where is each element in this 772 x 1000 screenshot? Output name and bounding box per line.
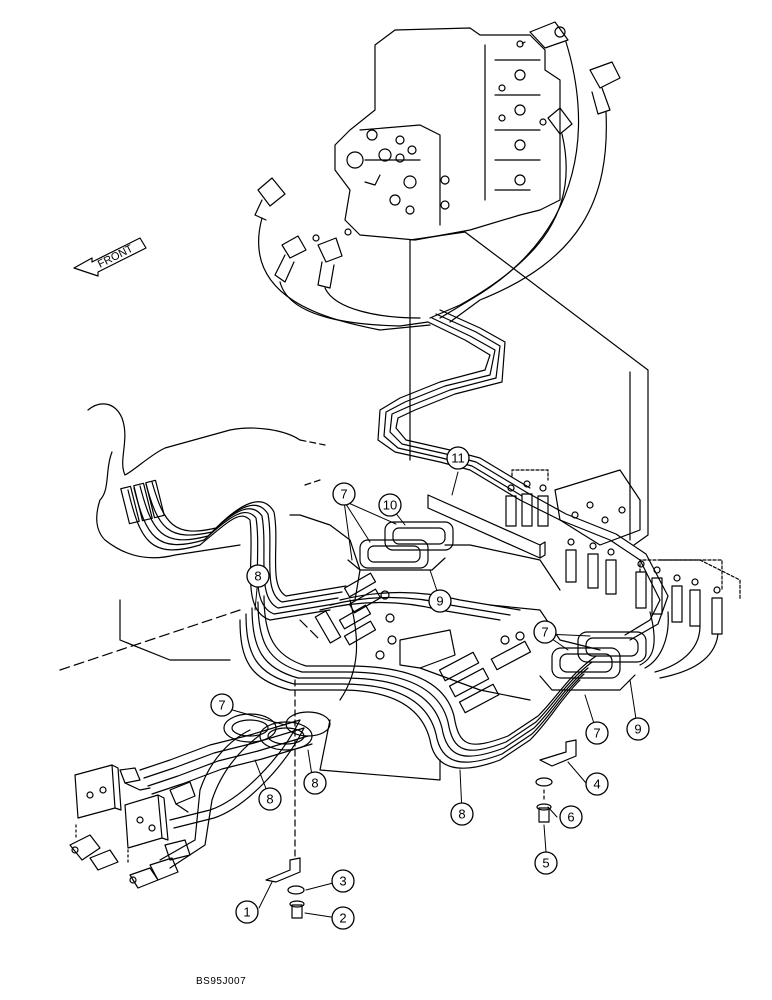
- callout-5: 5: [534, 851, 558, 875]
- svg-text:5: 5: [542, 856, 549, 871]
- callout-2: 2: [331, 906, 355, 930]
- mounting-plate: [409, 231, 649, 546]
- front-arrow: [73, 237, 147, 277]
- callout-8-center: 8: [303, 771, 327, 795]
- boom-housing: [87, 403, 326, 661]
- callout-4: 4: [585, 772, 609, 796]
- svg-text:11: 11: [451, 451, 465, 466]
- valve-elbow-fittings: [254, 21, 621, 289]
- svg-text:8: 8: [458, 807, 465, 822]
- callout-7-right: 7: [533, 620, 557, 644]
- guard-bar: [427, 494, 546, 559]
- callout-leaders: [221, 471, 639, 918]
- pilot-valve-blocks: [69, 764, 196, 889]
- pilot-hose-bundle-upper: [258, 41, 669, 641]
- svg-text:7: 7: [541, 625, 548, 640]
- callout-8-left: 8: [258, 787, 282, 811]
- svg-text:7: 7: [593, 726, 600, 741]
- lower-hose-bundle: [239, 591, 597, 769]
- svg-text:6: 6: [567, 810, 574, 825]
- figure-code: BS95J007: [196, 976, 247, 987]
- hidden-lines: [59, 609, 321, 671]
- callout-9-top: 9: [428, 589, 452, 613]
- svg-text:7: 7: [218, 698, 225, 713]
- callout-7-top: 7: [332, 482, 356, 506]
- svg-text:7: 7: [340, 487, 347, 502]
- svg-text:10: 10: [383, 498, 397, 513]
- callout-1: 1: [235, 900, 259, 924]
- svg-text:2: 2: [339, 911, 346, 926]
- svg-text:1: 1: [243, 905, 250, 920]
- callout-6: 6: [559, 805, 583, 829]
- callout-3: 3: [331, 869, 355, 893]
- callout-8-upper: 8: [246, 564, 270, 588]
- control-valve: [334, 27, 561, 241]
- callouts: 1 2 3 4 5 6 7 7 7 7 8 8 8 8 9 9 9 10 11: [210, 446, 650, 930]
- callout-7-left: 7: [210, 693, 234, 717]
- bracket-assembly-right: [535, 739, 577, 823]
- svg-text:3: 3: [339, 874, 346, 889]
- callout-7-lower-right: 7: [585, 721, 609, 745]
- hose-clamps: [223, 521, 647, 751]
- callout-8-lower: 8: [450, 802, 474, 826]
- center-fittings: [314, 572, 532, 714]
- svg-text:8: 8: [311, 776, 318, 791]
- right-fittings-cluster: [505, 469, 741, 679]
- svg-text:8: 8: [254, 569, 261, 584]
- bracket-assembly-lower: [265, 679, 305, 919]
- left-hose-bundle: [120, 479, 347, 621]
- callout-11: 11: [446, 446, 470, 470]
- svg-text:8: 8: [266, 792, 273, 807]
- callout-10: 10: [378, 493, 402, 517]
- svg-text:4: 4: [593, 777, 600, 792]
- svg-text:9: 9: [634, 722, 641, 737]
- callout-9-right: 9: [626, 717, 650, 741]
- svg-text:9: 9: [436, 594, 443, 609]
